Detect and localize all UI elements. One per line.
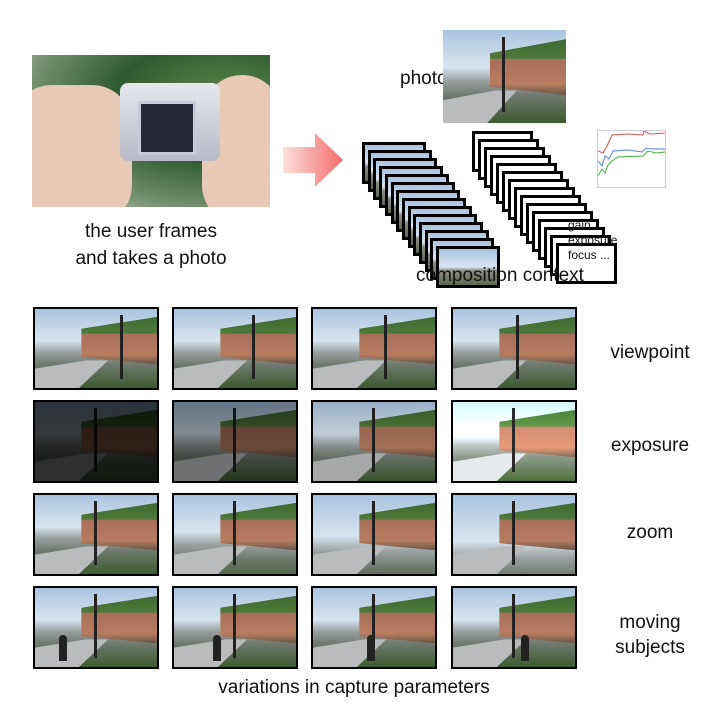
viewfinder-frame (436, 246, 501, 288)
variation-thumbnail (172, 493, 298, 576)
param-focus: focus ... (568, 248, 611, 262)
lamp-pole (383, 315, 387, 379)
parameter-frame (556, 243, 617, 284)
photo-label: photo (400, 68, 448, 89)
lamp-pole (232, 501, 236, 565)
variation-thumbnail (451, 586, 577, 669)
composition-context-label: composition context (416, 265, 584, 286)
lamp-pole (511, 408, 515, 472)
variation-thumbnail (172, 307, 298, 390)
arrow-icon (283, 133, 343, 187)
variation-thumbnail (311, 307, 437, 390)
camera-screen (138, 101, 196, 155)
camera (120, 83, 220, 161)
variation-thumbnail (33, 493, 159, 576)
lamp-pole (371, 408, 375, 472)
parameter-list: gain exposure focus ... (568, 218, 617, 263)
left-caption-line2: and takes a photo (75, 248, 227, 269)
variation-thumbnail (33, 307, 159, 390)
lamp-pole (371, 501, 375, 565)
variation-thumbnail (172, 400, 298, 483)
lamp-pole (511, 594, 515, 658)
variation-thumbnail (451, 400, 577, 483)
lamp-pole (232, 408, 236, 472)
left-caption: the user frames and takes a photo (32, 218, 270, 272)
lamp-pole (511, 501, 515, 565)
variation-thumbnail (33, 400, 159, 483)
left-hand (32, 85, 132, 207)
lamp-pole (252, 315, 256, 379)
variation-thumbnail (451, 493, 577, 576)
variation-thumbnail (172, 586, 298, 669)
person (59, 635, 68, 662)
param-gain: gain (568, 218, 591, 232)
param-exposure: exposure (568, 233, 618, 247)
row-label-exposure: exposure (610, 435, 690, 456)
lamp-pole (516, 315, 520, 379)
row-label-zoom: zoom (626, 522, 674, 543)
person (366, 635, 375, 662)
lamp-pole (120, 315, 124, 379)
parameter-graph (597, 130, 666, 188)
graph-line-green (598, 150, 665, 177)
graph-line-blue (598, 147, 665, 168)
bottom-caption: variations in capture parameters (218, 677, 490, 698)
lamp-pole (93, 594, 97, 658)
captured-photo (443, 30, 566, 123)
graph-line-red (598, 131, 665, 154)
person (521, 635, 530, 662)
lamp-pole (93, 501, 97, 565)
row-label-viewpoint: viewpoint (610, 342, 690, 363)
variation-thumbnail (311, 493, 437, 576)
variation-thumbnail (33, 586, 159, 669)
variation-thumbnail (311, 586, 437, 669)
person (213, 635, 222, 662)
user-framing-photo (32, 55, 270, 207)
variation-thumbnail (311, 400, 437, 483)
row-label-moving-subjects: moving subjects (615, 612, 685, 658)
lamp-pole (371, 594, 375, 658)
lamp-pole (232, 594, 236, 658)
lamp-pole (93, 408, 97, 472)
variation-thumbnail (451, 307, 577, 390)
left-caption-line1: the user frames (85, 221, 217, 242)
